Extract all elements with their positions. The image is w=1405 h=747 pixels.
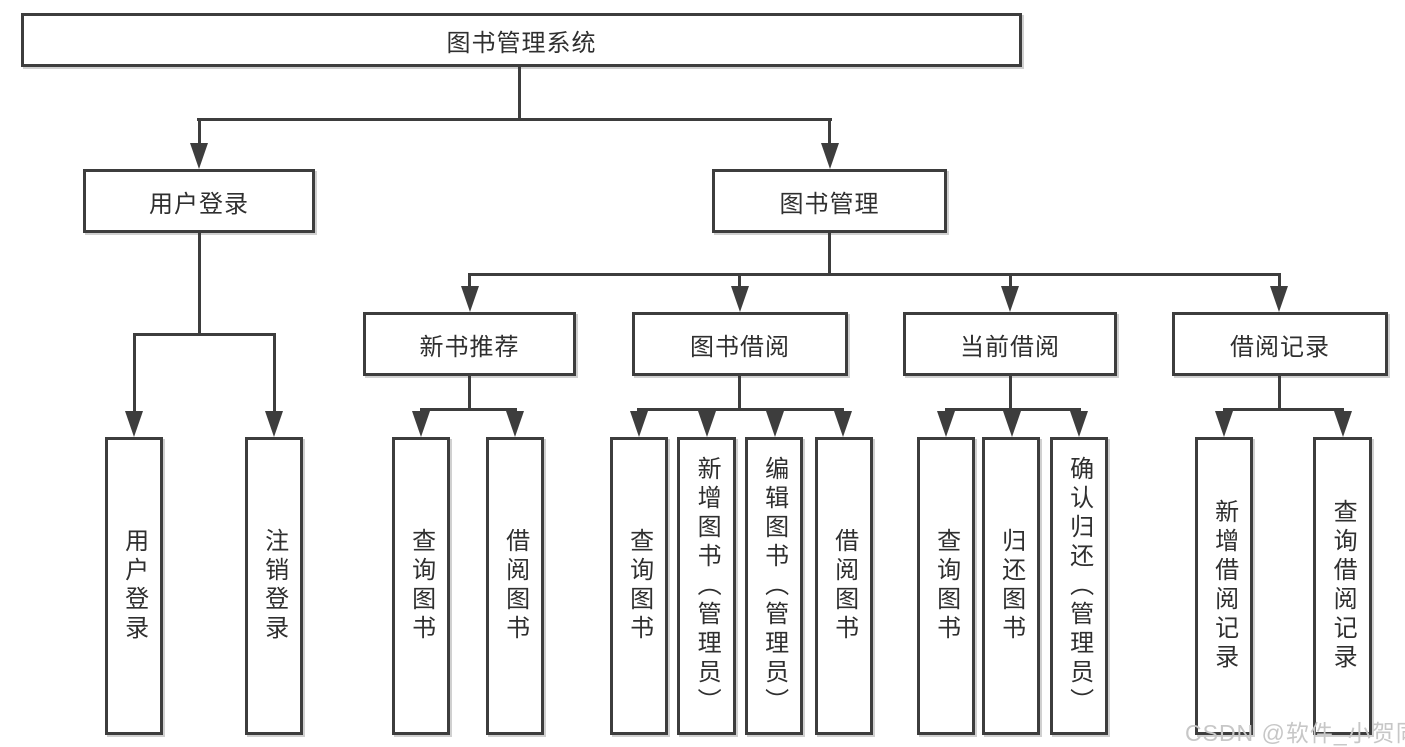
connector-current-borrowing-branch-line [944, 408, 1081, 411]
arrow-into-leaf-return-books-icon [1002, 411, 1021, 437]
leaf-add-books-admin-label: 新增图书（管理员） [693, 455, 721, 717]
arrow-into-leaf-query-borrow-record-icon [1333, 411, 1352, 437]
connector-stem-borrowing-records [1277, 273, 1281, 288]
arrow-into-book-borrowing-icon [730, 286, 749, 312]
node-borrowing-records-label: 借阅记录 [1230, 333, 1330, 361]
leaf-return-books: 归还图书 [982, 437, 1040, 735]
node-user-login: 用户登录 [83, 169, 315, 233]
watermark: CSDN @软件_小贺同学 [1185, 720, 1405, 746]
leaf-logout: 注销登录 [245, 437, 303, 735]
arrow-into-user-login-icon [190, 143, 208, 169]
connector-root-branch-line [197, 118, 832, 121]
connector-stem-leaf-logout [272, 333, 276, 411]
arrow-into-leaf-edit-books-admin-icon [765, 411, 784, 437]
connector-stem-leaf-user-login [132, 333, 136, 411]
leaf-query-borrow-record-label: 查询借阅记录 [1329, 499, 1357, 673]
leaf-query-books-current: 查询图书 [917, 437, 975, 735]
arrow-into-leaf-query-books-current-icon [937, 411, 955, 437]
leaf-borrow-books-borrowing-label: 借阅图书 [830, 528, 858, 644]
leaf-return-books-label: 归还图书 [997, 528, 1025, 644]
node-new-book-recommend-label: 新书推荐 [419, 333, 520, 361]
leaf-query-books-borrowing-label: 查询图书 [625, 528, 653, 644]
connector-stem-new-book [468, 273, 471, 288]
node-book-borrowing: 图书借阅 [632, 312, 848, 376]
node-root: 图书管理系统 [21, 13, 1022, 67]
leaf-add-books-admin: 新增图书（管理员） [677, 437, 736, 735]
connector-new-book-stem [468, 376, 471, 408]
leaf-query-books-borrowing: 查询图书 [610, 437, 668, 735]
leaf-edit-books-admin-label: 编辑图书（管理员） [760, 455, 788, 717]
arrow-into-borrowing-records-icon [1270, 286, 1288, 312]
leaf-user-login: 用户登录 [105, 437, 163, 735]
arrow-into-leaf-confirm-return-icon [1070, 411, 1088, 437]
connector-new-book-branch-line [419, 408, 517, 411]
leaf-add-borrow-record-label: 新增借阅记录 [1210, 499, 1238, 673]
leaf-query-books-current-label: 查询图书 [932, 528, 960, 644]
connector-stem-current-borrowing [1008, 273, 1012, 288]
connector-stem-to-user-login [197, 118, 201, 145]
arrow-into-leaf-logout-icon [265, 411, 283, 437]
leaf-borrow-books-recommend-label: 借阅图书 [501, 528, 529, 644]
connector-current-borrowing-stem [1008, 376, 1012, 408]
connector-book-management-stem [828, 233, 831, 273]
leaf-confirm-return-admin: 确认归还（管理员） [1050, 437, 1108, 735]
node-root-label: 图书管理系统 [446, 29, 597, 57]
connector-root-stem [518, 67, 521, 118]
arrow-into-new-book-recommend-icon [460, 286, 479, 312]
leaf-logout-label: 注销登录 [260, 528, 288, 644]
connector-book-management-branch-line [468, 273, 1281, 276]
node-user-login-label: 用户登录 [149, 190, 249, 218]
leaf-add-borrow-record: 新增借阅记录 [1195, 437, 1253, 735]
node-borrowing-records: 借阅记录 [1172, 312, 1388, 376]
node-book-borrowing-label: 图书借阅 [690, 333, 790, 361]
leaf-borrow-books-recommend: 借阅图书 [486, 437, 544, 735]
arrow-into-leaf-query-books-recommend-icon [412, 411, 430, 437]
leaf-query-books-recommend-label: 查询图书 [407, 528, 435, 644]
connector-borrowing-records-stem [1277, 376, 1281, 408]
arrow-into-leaf-user-login-icon [125, 411, 143, 437]
arrow-into-current-borrowing-icon [1001, 286, 1019, 312]
arrow-into-leaf-borrow-books-borrowing-icon [833, 411, 852, 437]
connector-user-login-stem [197, 233, 201, 333]
node-book-management-label: 图书管理 [779, 190, 880, 218]
leaf-query-borrow-record: 查询借阅记录 [1313, 437, 1372, 735]
arrow-into-leaf-add-books-admin-icon [698, 411, 716, 437]
node-current-borrowing-label: 当前借阅 [960, 333, 1060, 361]
leaf-borrow-books-borrowing: 借阅图书 [815, 437, 873, 735]
leaf-edit-books-admin: 编辑图书（管理员） [745, 437, 803, 735]
connector-borrowing-records-branch-line [1222, 408, 1344, 411]
arrow-into-leaf-query-books-borrowing-icon [629, 411, 648, 437]
connector-book-borrowing-branch-line [637, 408, 844, 411]
node-current-borrowing: 当前借阅 [903, 312, 1117, 376]
connector-stem-book-borrowing [738, 273, 741, 288]
arrow-into-leaf-add-borrow-record-icon [1215, 411, 1233, 437]
connector-stem-to-book-management [828, 118, 831, 145]
arrow-into-leaf-borrow-books-recommend-icon [506, 411, 524, 437]
leaf-user-login-label: 用户登录 [120, 528, 148, 644]
connector-book-borrowing-stem [738, 376, 741, 408]
node-new-book-recommend: 新书推荐 [363, 312, 576, 376]
leaf-query-books-recommend: 查询图书 [392, 437, 450, 735]
node-book-management: 图书管理 [712, 169, 947, 233]
connector-user-login-branch-line [132, 333, 276, 336]
leaf-confirm-return-admin-label: 确认归还（管理员） [1065, 455, 1093, 717]
arrow-into-book-management-icon [820, 143, 839, 169]
